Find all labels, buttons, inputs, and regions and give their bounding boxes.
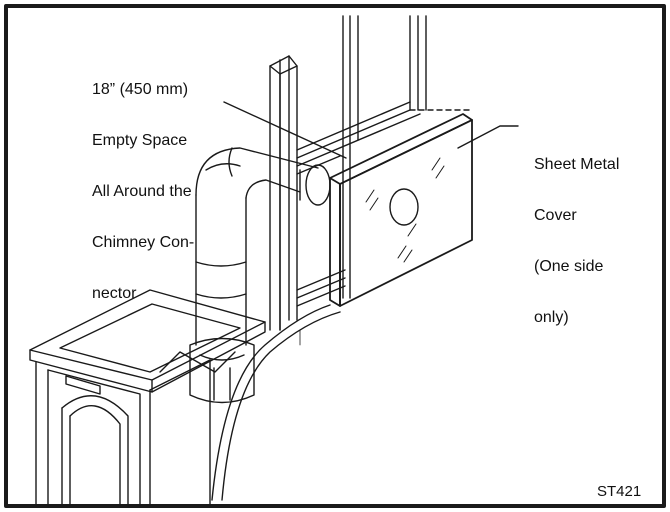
leader-cover [457, 125, 519, 149]
sheet-metal-cover [329, 113, 473, 307]
clearance-label-line: All Around the [92, 183, 192, 200]
clearance-label: 18” (450 mm) Empty Space All Around the … [92, 47, 194, 319]
header-frame [296, 101, 471, 307]
chimney-connector [195, 147, 331, 346]
clearance-curve-inner [221, 311, 341, 501]
cover-label-line: only) [534, 309, 569, 326]
pipe-hole [389, 188, 419, 226]
clearance-label-line: Chimney Con- [92, 234, 195, 251]
clearance-label-line: nector [92, 285, 137, 302]
clearance-label-line: Empty Space [92, 132, 188, 149]
leader-clearance [223, 101, 347, 159]
clearance-label-line: 18” (450 mm) [92, 81, 189, 98]
figure-code: ST421 [597, 483, 642, 500]
figure-frame [4, 4, 666, 508]
stove [29, 289, 266, 507]
wall-studs [269, 15, 427, 331]
clearance-curve [211, 304, 331, 501]
cover-label-line: Sheet Metal [534, 156, 620, 173]
cover-label-line: (One side [534, 258, 604, 275]
cover-label-line: Cover [534, 207, 577, 224]
cover-label: Sheet Metal Cover (One side only) [534, 122, 619, 343]
